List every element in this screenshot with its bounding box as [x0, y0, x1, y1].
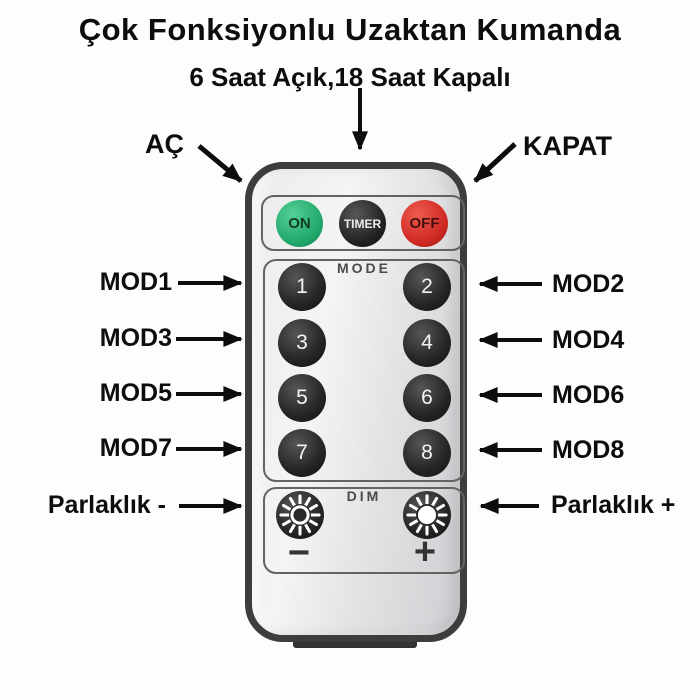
- mode-4-label: 4: [421, 331, 433, 354]
- mode-7-label: 7: [296, 441, 308, 464]
- mode-1-label: 1: [296, 275, 308, 298]
- callout-mod7: MOD7: [99, 434, 172, 462]
- mode-button-1: 1: [278, 263, 326, 311]
- page-title: Çok Fonksiyonlu Uzaktan Kumanda: [78, 12, 622, 47]
- mode-button-6: 6: [403, 374, 451, 422]
- timer-button-label: TIMER: [343, 216, 382, 231]
- mode-6-label: 6: [421, 386, 433, 409]
- mode-2-label: 2: [421, 275, 433, 298]
- on-button-label: ON: [288, 215, 311, 232]
- mode-3-label: 3: [296, 331, 308, 354]
- callout-power-on: AÇ: [145, 129, 184, 159]
- page-subtitle: 6 Saat Açık,18 Saat Kapalı: [189, 62, 511, 92]
- callout-mod4: MOD4: [552, 326, 625, 354]
- dim-minus-sign: −: [287, 532, 311, 574]
- dim-down-button: [276, 491, 324, 539]
- on-button: ON: [276, 200, 323, 247]
- mode-button-5: 5: [278, 374, 326, 422]
- mode-button-3: 3: [278, 319, 326, 367]
- callout-power-off: KAPAT: [523, 131, 612, 161]
- mode-section-label: MODE: [337, 260, 391, 276]
- brightness-outline-icon: [279, 494, 321, 536]
- dim-up-button: [403, 491, 451, 539]
- dim-panel: [263, 487, 465, 574]
- off-button: OFF: [401, 200, 448, 247]
- battery-compartment-seam: [293, 642, 417, 648]
- callout-brightness-up: Parlaklık +: [551, 491, 676, 519]
- mode-8-label: 8: [421, 441, 433, 464]
- callout-mod1: MOD1: [99, 268, 172, 296]
- mode-button-8: 8: [403, 429, 451, 477]
- brightness-filled-icon: [406, 494, 448, 536]
- remote-control: ON TIMER OFF MODE 1 2 3 4 5 6 7 8 DIM: [245, 162, 467, 642]
- power-panel: [261, 195, 465, 251]
- dim-plus-sign: +: [413, 531, 437, 573]
- callout-brightness-down: Parlaklık -: [47, 491, 166, 519]
- callout-mod5: MOD5: [99, 379, 172, 407]
- mode-button-2: 2: [403, 263, 451, 311]
- off-button-label: OFF: [409, 215, 440, 232]
- callout-mod6: MOD6: [552, 381, 625, 409]
- mode-panel: [263, 259, 465, 482]
- timer-button: TIMER: [339, 200, 386, 247]
- dim-section-label: DIM: [346, 488, 382, 504]
- callout-mod3: MOD3: [99, 324, 172, 352]
- mode-button-4: 4: [403, 319, 451, 367]
- callout-mod8: MOD8: [552, 436, 625, 464]
- arrow-power-off: [473, 142, 517, 183]
- arrow-power-on: [197, 144, 243, 183]
- mode-button-7: 7: [278, 429, 326, 477]
- callout-mod2: MOD2: [552, 270, 625, 298]
- mode-5-label: 5: [296, 386, 308, 409]
